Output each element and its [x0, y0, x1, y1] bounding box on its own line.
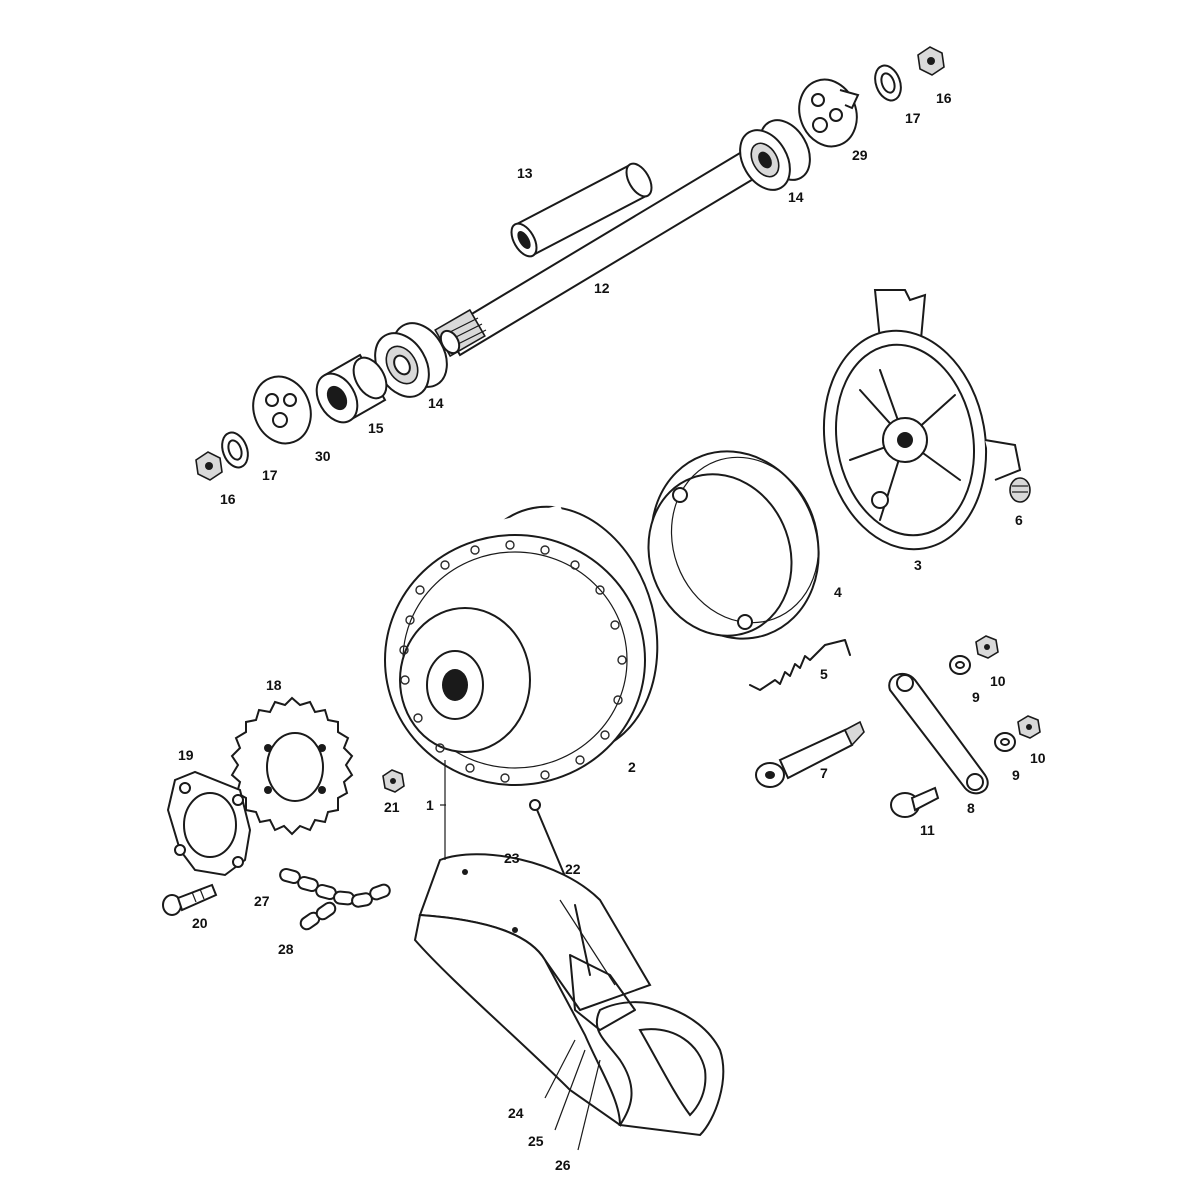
label-12: 12: [594, 280, 610, 296]
part-brake-shoes: [647, 450, 820, 640]
part-bolt: [162, 883, 218, 916]
label-19: 19: [178, 747, 194, 763]
label-25: 25: [528, 1133, 544, 1149]
part-washer-9-lower: [994, 732, 1016, 752]
part-washer-9-upper: [949, 655, 971, 675]
part-pin: [890, 786, 940, 818]
label-29: 29: [852, 147, 868, 163]
label-10-upper: 10: [990, 673, 1006, 689]
part-chain: [279, 867, 391, 908]
label-20: 20: [192, 915, 208, 931]
label-28: 28: [278, 941, 294, 957]
label-3: 3: [914, 557, 922, 573]
part-gasket: [166, 770, 252, 877]
label-1: 1: [426, 797, 434, 813]
part-brake-backplate: [822, 289, 1022, 551]
label-21: 21: [384, 799, 400, 815]
label-30: 30: [315, 448, 331, 464]
part-tube: [569, 904, 725, 1137]
label-2: 2: [628, 759, 636, 775]
part-plug: [1009, 477, 1031, 503]
label-27: 27: [254, 893, 270, 909]
part-bearing-right: [739, 119, 811, 191]
label-22: 22: [565, 861, 581, 877]
part-bearing-left: [374, 322, 448, 398]
label-14-left: 14: [428, 395, 444, 411]
label-17-left: 17: [262, 467, 278, 483]
label-23: 23: [504, 850, 520, 866]
part-nut-right: [917, 46, 945, 76]
part-lever: [888, 672, 989, 795]
label-16-right: 16: [936, 90, 952, 106]
label-6: 6: [1015, 512, 1023, 528]
label-14-right: 14: [788, 189, 804, 205]
part-spacer: [315, 353, 388, 424]
part-washer-left: [221, 431, 249, 469]
part-rim-section: [413, 853, 652, 1127]
label-9-upper: 9: [972, 689, 980, 705]
label-18: 18: [266, 677, 282, 693]
label-26: 26: [555, 1157, 571, 1173]
part-spring: [749, 639, 851, 691]
label-24: 24: [508, 1105, 524, 1121]
label-13: 13: [517, 165, 533, 181]
part-nut-10-lower: [1017, 715, 1041, 739]
leader-lines: [440, 760, 601, 1151]
part-chain-link: [299, 901, 337, 931]
part-plate-left: [252, 375, 312, 445]
label-5: 5: [820, 666, 828, 682]
part-nut-21: [382, 769, 405, 793]
label-17-right: 17: [905, 110, 921, 126]
part-sleeve: [510, 162, 653, 258]
part-sprocket: [230, 696, 354, 836]
label-8: 8: [967, 800, 975, 816]
label-15: 15: [368, 420, 384, 436]
label-11: 11: [920, 822, 935, 838]
label-4: 4: [834, 584, 842, 600]
part-washer-right: [874, 64, 902, 102]
label-7: 7: [820, 765, 828, 781]
label-10-lower: 10: [1030, 750, 1046, 766]
part-cam: [755, 720, 865, 788]
part-hub: [384, 505, 659, 786]
part-plate-right: [798, 78, 860, 148]
part-nut-10-upper: [975, 635, 999, 659]
part-labels: 1 2 3 4 5 6 7 8 9 9 10 10 11 12 13 14 14…: [178, 90, 1046, 1173]
part-axle: [434, 148, 762, 358]
label-16-left: 16: [220, 491, 236, 507]
part-nut-left: [195, 451, 223, 481]
label-9-lower: 9: [1012, 767, 1020, 783]
